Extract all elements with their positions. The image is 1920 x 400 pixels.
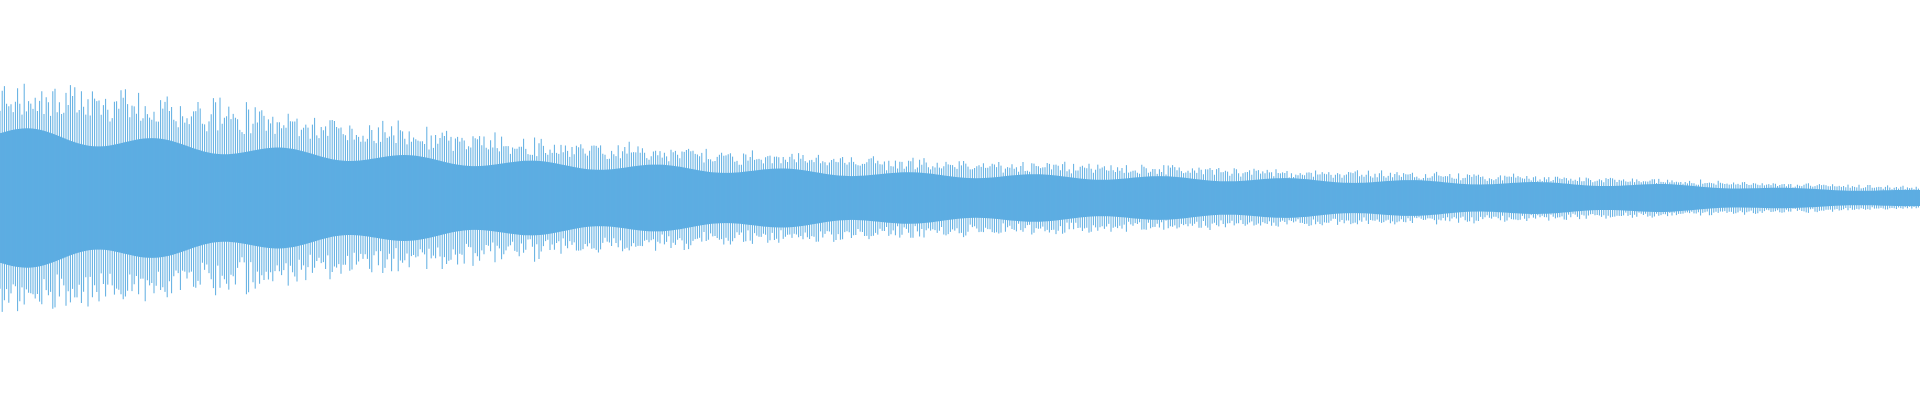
waveform-peaks: [0, 83, 1919, 312]
waveform-peak-lines: [0, 83, 1919, 312]
waveform-body: [0, 128, 1920, 268]
